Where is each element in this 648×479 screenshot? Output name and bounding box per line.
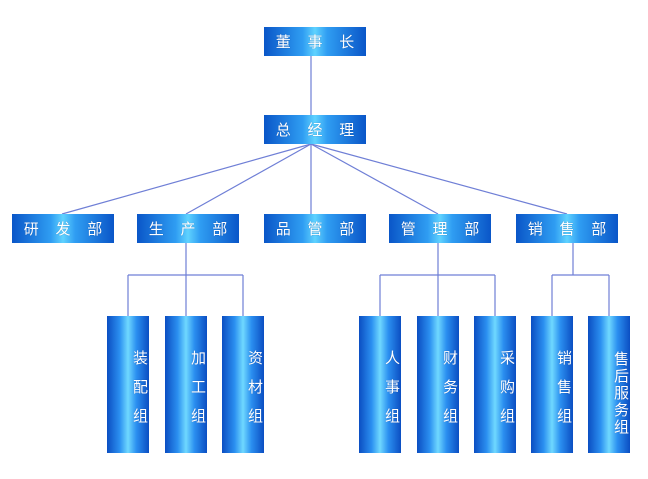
group-processing-box: 加工组 — [165, 316, 207, 453]
general-manager-label: 总 经 理 — [275, 121, 361, 139]
dept-production-label: 生 产 部 — [148, 220, 234, 238]
dept-rd-box: 研 发 部 — [12, 214, 114, 243]
group-sales-box: 销售组 — [531, 316, 573, 453]
dept-sales-box: 销 售 部 — [516, 214, 618, 243]
group-hr-label: 人事组 — [383, 350, 401, 437]
group-materials-box: 资材组 — [222, 316, 264, 453]
connector-gm-management — [310, 143, 439, 215]
connector-gm-rd — [61, 143, 312, 215]
group-finance-box: 财务组 — [417, 316, 459, 453]
dept-sales-label: 销 售 部 — [527, 220, 613, 238]
group-sales-label: 销售组 — [555, 350, 573, 437]
dept-quality-box: 品 管 部 — [264, 214, 366, 243]
group-aftersales-box: 售后服务组 — [588, 316, 630, 453]
group-assembly-label: 装配组 — [131, 350, 149, 437]
general-manager-box: 总 经 理 — [264, 115, 366, 144]
dept-management-label: 管 理 部 — [400, 220, 486, 238]
group-purchasing-label: 采购组 — [498, 350, 516, 437]
connector-gm-sales — [310, 143, 568, 215]
connector-gm-production — [185, 143, 312, 215]
group-materials-label: 资材组 — [246, 350, 264, 437]
chairman-label: 董 事 长 — [275, 33, 361, 51]
dept-quality-label: 品 管 部 — [275, 220, 361, 238]
group-finance-label: 财务组 — [441, 350, 459, 437]
group-aftersales-label: 售后服务组 — [612, 351, 630, 436]
dept-rd-label: 研 发 部 — [23, 220, 109, 238]
dept-production-box: 生 产 部 — [137, 214, 239, 243]
group-processing-label: 加工组 — [189, 350, 207, 437]
group-assembly-box: 装配组 — [107, 316, 149, 453]
group-purchasing-box: 采购组 — [474, 316, 516, 453]
group-hr-box: 人事组 — [359, 316, 401, 453]
chairman-box: 董 事 长 — [264, 27, 366, 56]
dept-management-box: 管 理 部 — [389, 214, 491, 243]
